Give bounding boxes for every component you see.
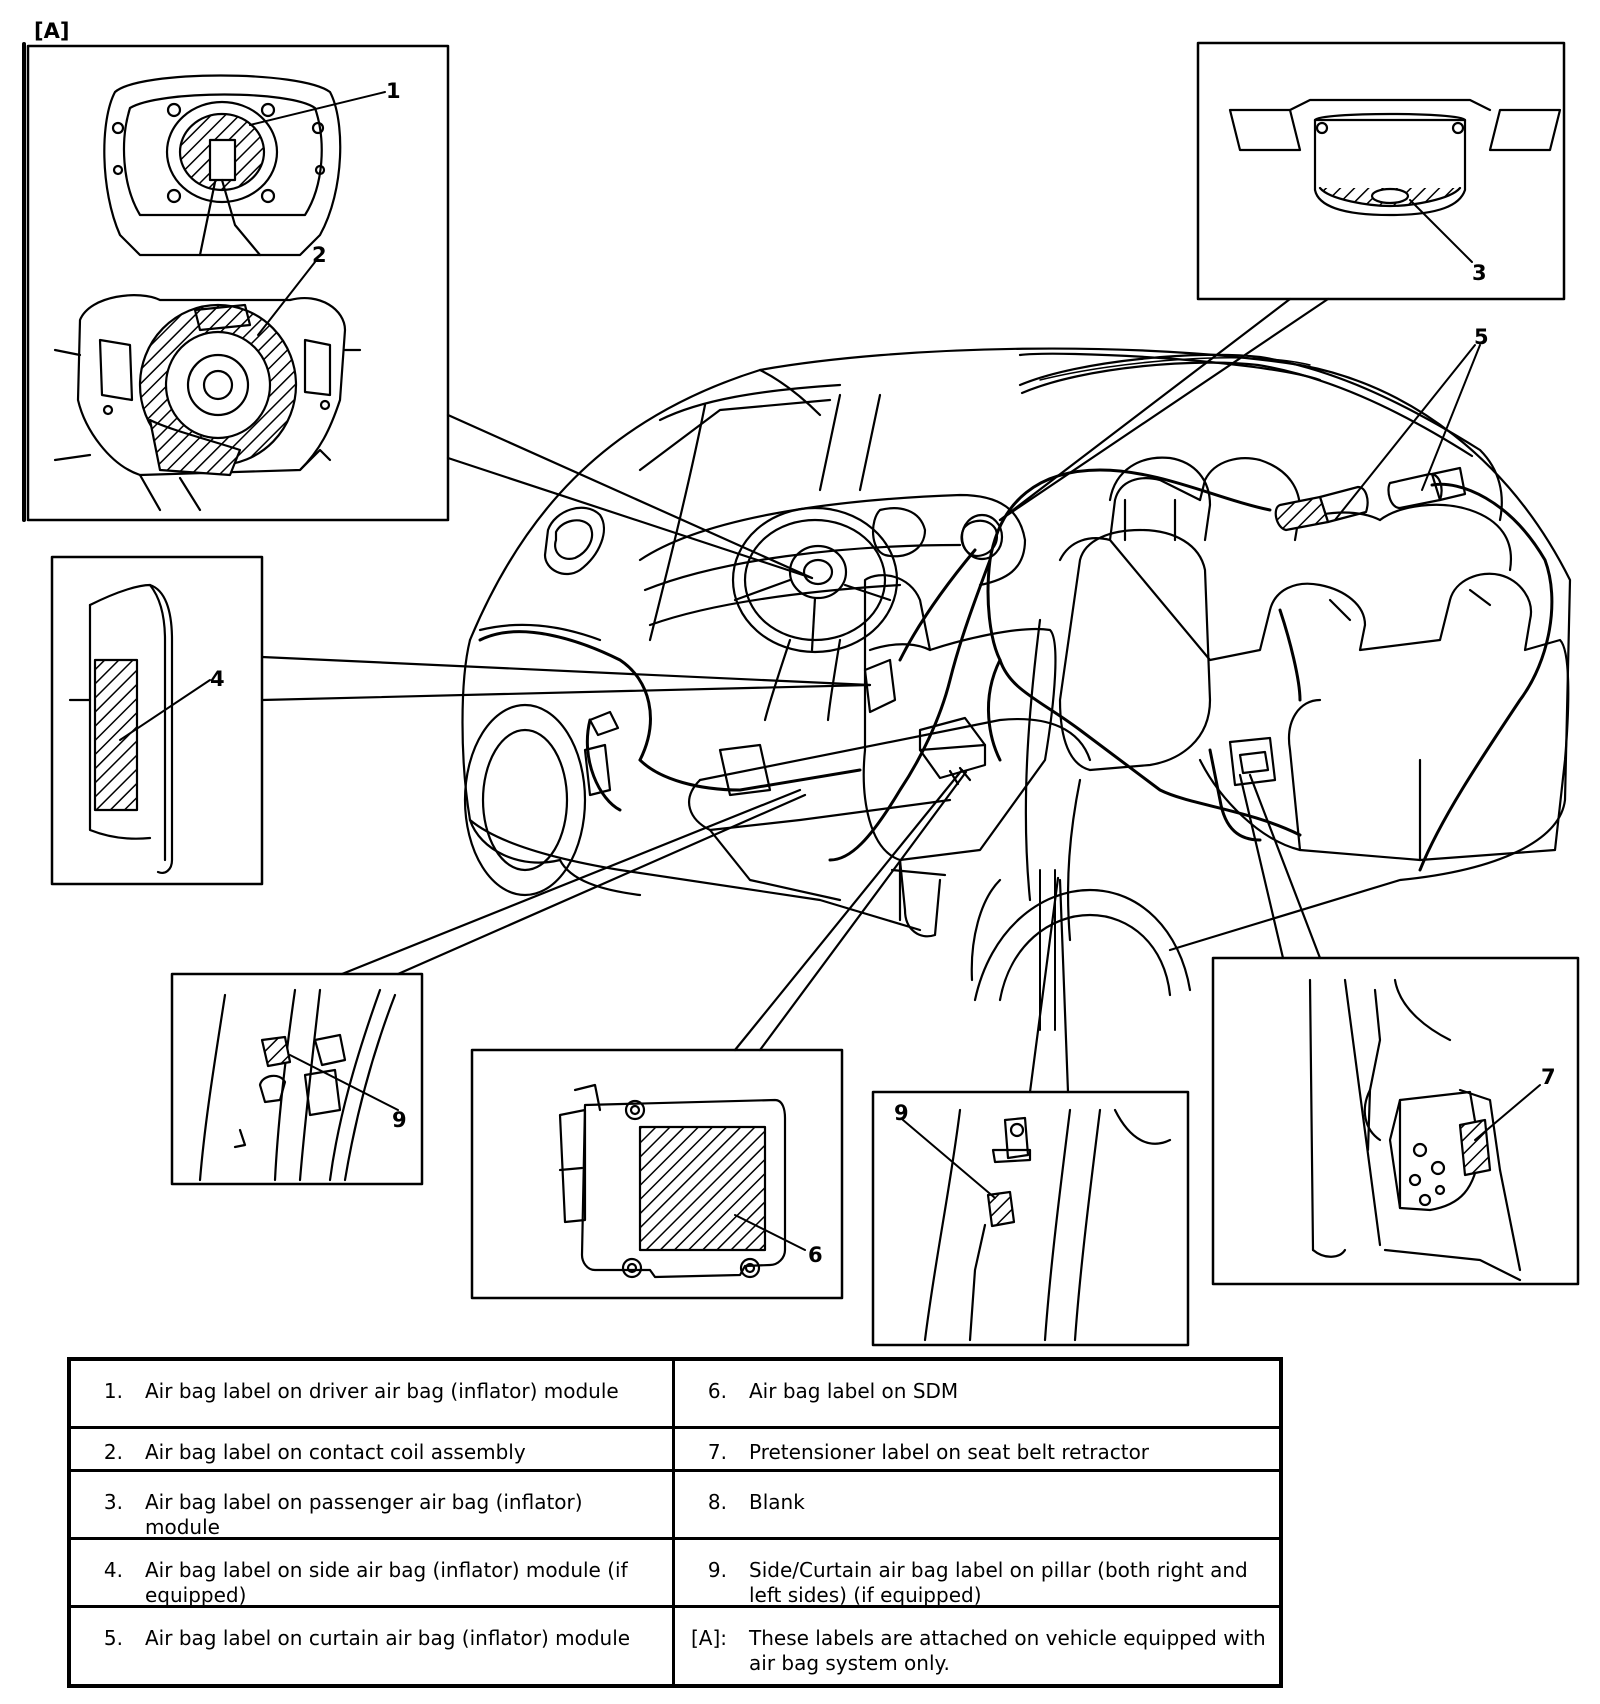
callout-2: 2 <box>312 243 327 267</box>
inset-side-airbag-module <box>50 555 264 886</box>
legend-text: Air bag label on passenger air bag (infl… <box>145 1490 583 1539</box>
inset-a-driver-module <box>22 42 450 522</box>
inset-pretensioner <box>1211 956 1580 1286</box>
legend-item-7: 7. Pretensioner label on seat belt retra… <box>675 1429 1279 1472</box>
legend-item-5: 5. Air bag label on curtain air bag (inf… <box>71 1608 675 1684</box>
legend-item-6: 6. Air bag label on SDM <box>675 1361 1279 1429</box>
legend-number: 5. <box>103 1626 123 1650</box>
legend-text: Air bag label on contact coil assembly <box>145 1440 526 1464</box>
legend-number: 3. <box>103 1490 123 1514</box>
callout-5: 5 <box>1474 325 1489 349</box>
legend-text: Pretensioner label on seat belt retracto… <box>749 1440 1150 1464</box>
vehicle-body-drawing <box>461 347 1572 1002</box>
airbag-wiring-harness <box>478 468 1554 872</box>
legend-item-9: 9. Side/Curtain air bag label on pillar … <box>675 1540 1279 1608</box>
callout-pointers <box>119 91 1541 1251</box>
legend-text: Air bag label on side air bag (inflator)… <box>145 1558 628 1607</box>
legend-number: 8. <box>707 1490 727 1514</box>
legend-number: 1. <box>103 1379 123 1403</box>
inset-pillar-label-left <box>170 972 424 1186</box>
callout-9-right: 9 <box>894 1101 909 1125</box>
callout-6: 6 <box>808 1243 823 1267</box>
inset-passenger-module <box>1196 41 1566 301</box>
inset-sdm <box>470 1048 844 1300</box>
legend-text: Air bag label on curtain air bag (inflat… <box>145 1626 631 1650</box>
legend-number: 6. <box>707 1379 727 1403</box>
legend-text: Blank <box>749 1490 805 1514</box>
legend-number: 2. <box>103 1440 123 1464</box>
callout-3: 3 <box>1472 261 1487 285</box>
callout-1: 1 <box>386 79 401 103</box>
legend-text: Air bag label on driver air bag (inflato… <box>145 1379 619 1403</box>
legend-item-a: [A]: These labels are attached on vehicl… <box>675 1608 1279 1684</box>
airbag-label-location-diagram: [A] 1 2 3 4 5 6 7 9 9 <box>22 19 1580 1347</box>
legend-table: 1. Air bag label on driver air bag (infl… <box>67 1357 1283 1688</box>
legend-number: 9. <box>707 1558 727 1582</box>
callout-labels: [A] 1 2 3 4 5 6 7 9 9 <box>34 19 1556 1267</box>
legend-number: 4. <box>103 1558 123 1582</box>
callout-7: 7 <box>1541 1065 1556 1089</box>
inset-leader-lines <box>260 297 1330 1094</box>
legend-text: Side/Curtain air bag label on pillar (bo… <box>749 1558 1248 1607</box>
legend-item-2: 2. Air bag label on contact coil assembl… <box>71 1429 675 1472</box>
legend-number: 7. <box>707 1440 727 1464</box>
callout-9-left: 9 <box>392 1108 407 1132</box>
legend-item-8: 8. Blank <box>675 1472 1279 1540</box>
inset-tag-label: [A] <box>34 19 69 43</box>
callout-4: 4 <box>210 667 225 691</box>
legend-number: [A]: <box>690 1626 727 1650</box>
legend-item-4: 4. Air bag label on side air bag (inflat… <box>71 1540 675 1608</box>
legend-item-3: 3. Air bag label on passenger air bag (i… <box>71 1472 675 1540</box>
legend-text: Air bag label on SDM <box>749 1379 959 1403</box>
inset-pillar-label-right <box>871 1090 1190 1347</box>
legend-item-1: 1. Air bag label on driver air bag (infl… <box>71 1361 675 1429</box>
legend-text: These labels are attached on vehicle equ… <box>749 1626 1266 1675</box>
